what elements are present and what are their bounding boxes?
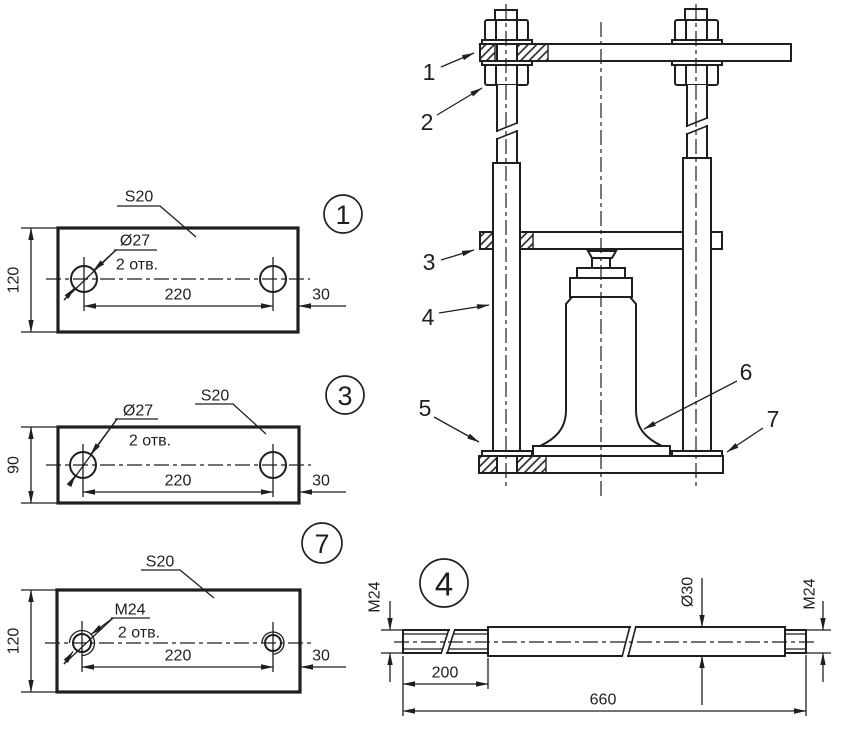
middle-plate-section-hatch bbox=[479, 231, 494, 250]
leader-line-7 bbox=[726, 427, 764, 453]
middle-plate-section-hatch bbox=[518, 231, 534, 250]
dim-height: 120 bbox=[6, 267, 23, 294]
washer bbox=[481, 39, 533, 45]
dim-thread-length: 200 bbox=[432, 665, 459, 682]
dim-spacing: 220 bbox=[165, 287, 192, 304]
dim-edge: 30 bbox=[312, 648, 330, 665]
hole-right bbox=[259, 265, 287, 293]
label-hole-count: 2 отв. bbox=[129, 433, 171, 450]
break-line bbox=[440, 628, 450, 655]
break-line bbox=[686, 125, 708, 135]
dim-thread-right: M24 bbox=[802, 578, 819, 609]
washer bbox=[671, 450, 723, 457]
label-surface: S20 bbox=[125, 189, 154, 206]
break-line bbox=[621, 625, 631, 658]
callout-1: 1 bbox=[423, 59, 436, 85]
dim-total-length: 660 bbox=[590, 692, 617, 709]
assembly-top-plate bbox=[479, 43, 792, 62]
balloon-circle bbox=[325, 375, 365, 415]
callout-5: 5 bbox=[419, 395, 432, 421]
label-hole-count: 2 отв. bbox=[118, 625, 160, 642]
detail-plate-3: 90 220 30 S20 Ø27 2 отв. 3 bbox=[6, 375, 365, 505]
hole-left bbox=[69, 451, 97, 479]
leader-line-4 bbox=[438, 304, 490, 314]
top-plate-section-hatch bbox=[479, 43, 496, 62]
callout-3: 3 bbox=[423, 249, 436, 275]
break-line bbox=[496, 130, 518, 140]
balloon-number: 1 bbox=[335, 200, 350, 230]
callout-2: 2 bbox=[421, 109, 434, 135]
hole-right bbox=[259, 451, 287, 479]
dim-height: 120 bbox=[6, 628, 23, 655]
assembly-view: 1 2 3 4 5 6 7 bbox=[419, 4, 792, 500]
label-hole-count: 2 отв. bbox=[116, 257, 158, 274]
balloon-number: 4 bbox=[435, 566, 453, 603]
dim-edge: 30 bbox=[312, 287, 330, 304]
callout-4: 4 bbox=[422, 304, 435, 330]
leader-line-6 bbox=[643, 380, 738, 430]
callout-7: 7 bbox=[767, 406, 780, 432]
label-hole: Ø27 bbox=[123, 403, 153, 420]
threaded-hole-right bbox=[264, 634, 282, 652]
balloon-circle bbox=[301, 522, 343, 564]
break-line bbox=[446, 628, 456, 655]
balloon-number: 7 bbox=[314, 529, 329, 559]
jack-saddle bbox=[586, 250, 618, 259]
top-plate-section-hatch bbox=[516, 43, 549, 62]
assembly-centerlines bbox=[505, 4, 697, 500]
break-line bbox=[627, 625, 637, 658]
detail-plate-7: 120 220 30 S20 M24 2 отв. 7 bbox=[6, 522, 346, 694]
threaded-hole-left bbox=[72, 633, 92, 653]
balloon-circle bbox=[419, 558, 469, 608]
dim-spacing: 220 bbox=[165, 648, 192, 665]
dim-height: 90 bbox=[6, 456, 23, 474]
hole-left bbox=[70, 265, 98, 293]
callout-6: 6 bbox=[740, 359, 753, 385]
break-line bbox=[496, 122, 518, 132]
dim-thread-left: M24 bbox=[367, 581, 384, 612]
leader-line-5 bbox=[433, 416, 480, 443]
washer bbox=[671, 39, 723, 45]
detail-rod-4: M24 Ø30 M24 200 660 4 bbox=[367, 558, 831, 716]
detail-plate-1: 120 220 30 S20 Ø27 2 отв. 1 bbox=[6, 189, 363, 334]
label-hole: Ø27 bbox=[120, 233, 150, 250]
label-surface: S20 bbox=[201, 388, 230, 405]
balloon-number: 3 bbox=[337, 381, 352, 411]
plate-outline bbox=[56, 226, 300, 334]
assembly-callouts: 1 2 3 4 5 6 7 bbox=[419, 52, 780, 453]
plate-outline bbox=[55, 588, 302, 694]
washer bbox=[481, 450, 533, 457]
label-hole: M24 bbox=[114, 602, 145, 619]
dim-edge: 30 bbox=[312, 473, 330, 490]
dim-diameter: Ø30 bbox=[680, 577, 697, 607]
break-line bbox=[686, 117, 708, 127]
bottom-plate-section-hatch bbox=[516, 455, 547, 474]
label-surface: S20 bbox=[146, 554, 175, 571]
leader-line-1 bbox=[440, 52, 475, 68]
balloon-circle bbox=[323, 194, 363, 234]
thread-arc-right bbox=[261, 631, 285, 655]
leader-line-3 bbox=[440, 249, 475, 261]
bottom-plate-section-hatch bbox=[478, 455, 498, 474]
leader-line-2 bbox=[436, 87, 483, 116]
dim-spacing: 220 bbox=[165, 473, 192, 490]
